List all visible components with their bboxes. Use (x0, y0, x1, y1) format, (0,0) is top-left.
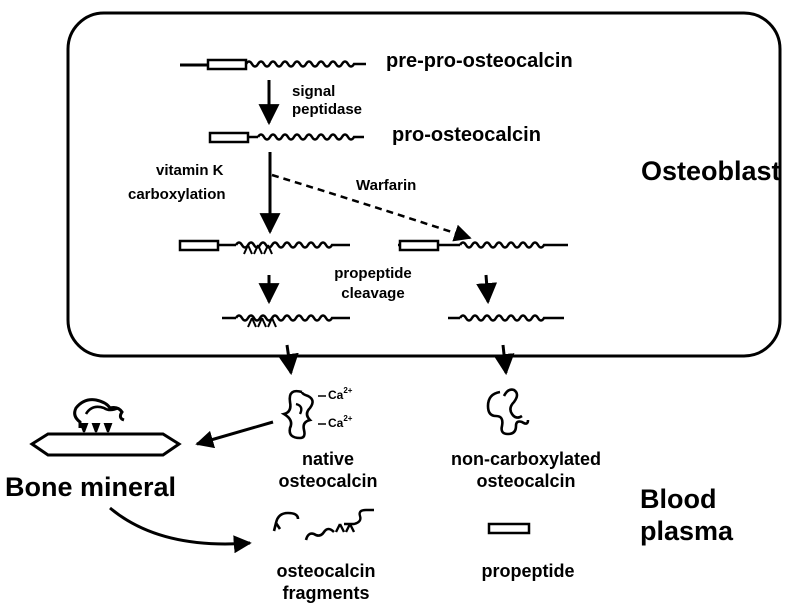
osteocalcin-fragments-label-line1: osteocalcin (276, 561, 376, 581)
pro-osteocalcin-chain (208, 131, 364, 144)
pro-osteocalcin-label: pro-osteocalcin (392, 124, 541, 146)
native-osteocalcin-folded (280, 389, 326, 440)
signal-peptidase-label-line1: signal (292, 83, 336, 100)
blood-plasma-label-line1: Blood (640, 484, 717, 514)
pre-pro-osteocalcin-chain (180, 58, 366, 71)
propeptide-label: propeptide (481, 561, 575, 581)
propeptide-cleavage-arrow-right (476, 274, 498, 305)
non-carboxylated-osteocalcin-chain (448, 314, 564, 322)
osteocalcin-fragments-label-line2: fragments (282, 583, 370, 603)
bone-mineral-label: Bone mineral (5, 472, 177, 502)
propeptide-cleavage-label-line2: cleavage (341, 285, 405, 302)
non-carboxylated-label-line2: osteocalcin (476, 471, 576, 491)
free-propeptide (487, 522, 531, 535)
calcium-ion-label-2: Ca2+ (328, 414, 353, 430)
pre-pro-osteocalcin-label: pre-pro-osteocalcin (386, 50, 573, 72)
osteoblast-label: Osteoblast (641, 156, 781, 186)
calcium-ion-label-1: Ca2+ (328, 386, 353, 402)
osteocalcin-fragments (272, 508, 374, 541)
secretion-arrow-native (277, 344, 299, 376)
carboxylated-osteocalcin-chain (222, 314, 350, 328)
degradation-arrow (109, 506, 252, 554)
carboxylated-pro-osteocalcin-chain (178, 239, 350, 255)
non-carboxylated-label-line1: non-carboxylated (450, 449, 602, 469)
non-carboxylated-pro-osteocalcin-chain (398, 239, 568, 252)
vitamin-k-label-line1: vitamin K (156, 162, 224, 179)
native-osteocalcin-label-line2: osteocalcin (278, 471, 378, 491)
non-carboxylated-osteocalcin-folded (486, 388, 530, 436)
vitamin-k-label-line2: carboxylation (128, 186, 226, 203)
osteoblast-cell-outline (66, 11, 782, 358)
binding-arrow (195, 420, 274, 449)
native-osteocalcin-label-line1: native (301, 449, 355, 469)
warfarin-label: Warfarin (356, 177, 417, 194)
bone-mineral-crystal (29, 398, 182, 457)
blood-plasma-label-line2: plasma (640, 516, 734, 546)
signal-peptidase-label-line2: peptidase (292, 101, 363, 118)
warfarin-arrow (271, 173, 472, 242)
propeptide-cleavage-label-line1: propeptide (334, 265, 412, 282)
secretion-arrow-non-carboxylated (493, 344, 515, 376)
